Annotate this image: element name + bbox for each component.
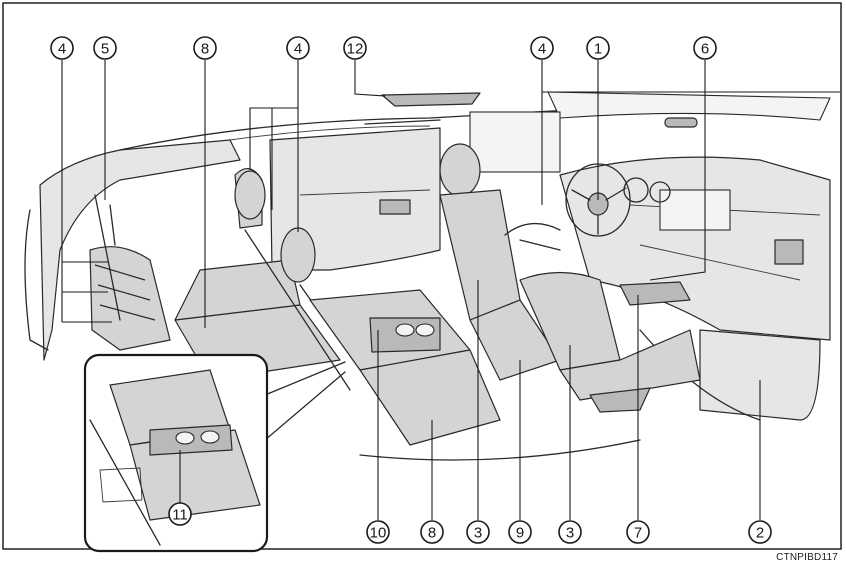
svg-text:4: 4 — [538, 41, 546, 58]
callout-8b: 8 — [420, 520, 444, 544]
figure-code: CTNPIBD117 — [776, 552, 838, 563]
svg-text:2: 2 — [756, 525, 764, 542]
callout-6: 6 — [693, 36, 717, 60]
callout-1: 1 — [586, 36, 610, 60]
svg-text:3: 3 — [566, 525, 574, 542]
callout-5: 5 — [93, 36, 117, 60]
callout-11: 11 — [168, 502, 192, 526]
svg-text:11: 11 — [172, 507, 188, 524]
callout-2: 2 — [748, 520, 772, 544]
svg-text:8: 8 — [428, 525, 436, 542]
callout-4c: 4 — [530, 36, 554, 60]
svg-text:4: 4 — [58, 41, 66, 58]
svg-text:5: 5 — [101, 41, 109, 58]
callout-7: 7 — [626, 520, 650, 544]
inset-detail — [83, 353, 346, 553]
vehicle-body — [24, 91, 831, 461]
callout-8a: 8 — [193, 36, 217, 60]
callout-9: 9 — [508, 520, 532, 544]
svg-text:12: 12 — [347, 41, 364, 58]
svg-text:10: 10 — [370, 525, 387, 542]
svg-text:8: 8 — [201, 41, 209, 58]
callout-4b: 4 — [286, 36, 310, 60]
callout-4a: 4 — [50, 36, 74, 60]
svg-text:3: 3 — [474, 525, 482, 542]
svg-text:6: 6 — [701, 41, 709, 58]
leader-lines — [61, 60, 840, 520]
callout-3b: 3 — [558, 520, 582, 544]
seats — [89, 143, 701, 446]
callout-10: 10 — [366, 520, 390, 544]
callout-3a: 3 — [466, 520, 490, 544]
svg-text:7: 7 — [634, 525, 642, 542]
callout-12: 12 — [343, 36, 367, 60]
svg-text:4: 4 — [294, 41, 302, 58]
svg-text:9: 9 — [516, 525, 524, 542]
svg-text:1: 1 — [594, 41, 602, 58]
